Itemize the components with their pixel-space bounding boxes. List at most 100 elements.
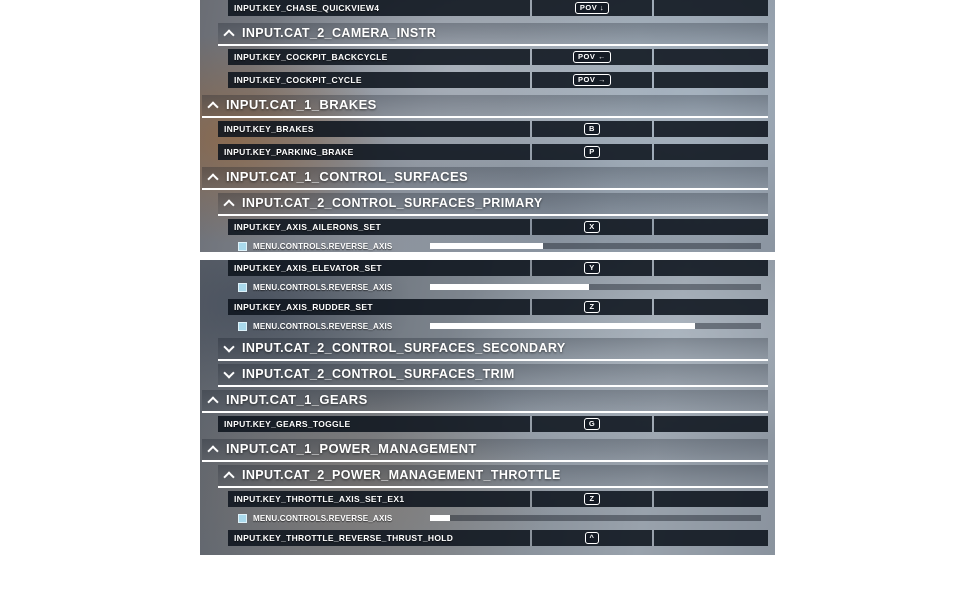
binding-slot-secondary[interactable]	[654, 144, 768, 160]
key-badge[interactable]: ^	[584, 532, 600, 544]
binding-slot-primary[interactable]: B	[532, 121, 652, 137]
binding-slot-secondary[interactable]	[654, 219, 768, 235]
slider-fill	[430, 515, 450, 521]
binding-label-cell: INPUT.KEY_COCKPIT_CYCLE	[228, 72, 530, 88]
binding-label-cell: INPUT.KEY_AXIS_ELEVATOR_SET	[228, 260, 530, 276]
chevron-up-icon	[207, 172, 219, 185]
key-badge[interactable]: G	[583, 418, 601, 430]
key-badge-pov[interactable]: POV ←	[573, 51, 611, 63]
chevron-up-icon	[223, 470, 235, 483]
binding-slot-primary[interactable]: POV →	[532, 72, 652, 88]
key-badge[interactable]: B	[584, 123, 600, 135]
category-header-control-surfaces-trim[interactable]: INPUT.CAT_2_CONTROL_SURFACES_TRIM	[218, 364, 768, 387]
binding-slot-primary[interactable]: ^	[532, 530, 652, 546]
reverse-axis-checkbox[interactable]	[238, 282, 247, 292]
category-header-control-surfaces[interactable]: INPUT.CAT_1_CONTROL_SURFACES	[202, 167, 768, 190]
binding-label-cell: INPUT.KEY_CHASE_QUICKVIEW4	[228, 0, 530, 16]
axis-sensitivity-slider[interactable]	[430, 323, 761, 329]
binding-label: INPUT.KEY_PARKING_BRAKE	[224, 147, 354, 157]
axis-badge[interactable]: Z	[584, 493, 600, 505]
binding-label-cell: INPUT.KEY_AXIS_AILERONS_SET	[228, 219, 530, 235]
chevron-up-icon	[207, 100, 219, 113]
key-badge-pov[interactable]: POV →	[573, 74, 611, 86]
binding-row-axis-elevator: INPUT.KEY_AXIS_ELEVATOR_SET Y	[228, 260, 768, 276]
reverse-axis-checkbox[interactable]	[238, 513, 247, 523]
category-header-control-surfaces-secondary[interactable]: INPUT.CAT_2_CONTROL_SURFACES_SECONDARY	[218, 338, 768, 361]
category-header-camera-instr[interactable]: INPUT.CAT_2_CAMERA_INSTR	[218, 23, 768, 46]
binding-slot-secondary[interactable]	[654, 121, 768, 137]
binding-label-cell: INPUT.KEY_GEARS_TOGGLE	[218, 416, 530, 432]
category-label: INPUT.CAT_2_CAMERA_INSTR	[242, 26, 437, 40]
chevron-up-icon	[223, 198, 235, 211]
binding-slot-secondary[interactable]	[654, 260, 768, 276]
binding-label-cell: INPUT.KEY_PARKING_BRAKE	[218, 144, 530, 160]
binding-label: INPUT.KEY_THROTTLE_REVERSE_THRUST_HOLD	[234, 533, 454, 543]
binding-slot-primary[interactable]: P	[532, 144, 652, 160]
chevron-up-icon	[207, 395, 219, 408]
binding-label-cell: INPUT.KEY_AXIS_RUDDER_SET	[228, 299, 530, 315]
binding-label-cell: INPUT.KEY_BRAKES	[218, 121, 530, 137]
controls-bindings-panel-bottom: INPUT.KEY_AXIS_ELEVATOR_SET Y MENU.CONTR…	[200, 260, 775, 555]
category-label: INPUT.CAT_2_CONTROL_SURFACES_TRIM	[242, 367, 515, 381]
binding-label-cell: INPUT.KEY_THROTTLE_AXIS_SET_EX1	[228, 491, 530, 507]
binding-row-axis-ailerons: INPUT.KEY_AXIS_AILERONS_SET X	[228, 219, 768, 235]
axis-sensitivity-slider[interactable]	[430, 284, 761, 290]
reverse-axis-checkbox[interactable]	[238, 241, 247, 251]
axis-badge[interactable]: Y	[584, 262, 600, 274]
binding-row-brakes: INPUT.KEY_BRAKES B	[218, 121, 768, 137]
binding-slot-primary[interactable]: POV ←	[532, 49, 652, 65]
binding-slot-primary[interactable]: Y	[532, 260, 652, 276]
axis-sensitivity-slider[interactable]	[430, 243, 761, 249]
binding-label: INPUT.KEY_CHASE_QUICKVIEW4	[234, 3, 380, 13]
axis-sensitivity-slider[interactable]	[430, 515, 761, 521]
binding-slot-secondary[interactable]	[654, 0, 768, 16]
binding-slot-primary[interactable]: Z	[532, 299, 652, 315]
axis-badge[interactable]: X	[584, 221, 600, 233]
axis-badge[interactable]: Z	[584, 301, 600, 313]
controls-bindings-panel-top: INPUT.KEY_CHASE_QUICKVIEW4 POV ↓ INPUT.C…	[200, 0, 775, 252]
category-label: INPUT.CAT_1_GEARS	[226, 392, 368, 407]
binding-slot-secondary[interactable]	[654, 530, 768, 546]
reverse-axis-label: MENU.CONTROLS.REVERSE_AXIS	[253, 513, 393, 523]
binding-slot-primary[interactable]: POV ↓	[532, 0, 652, 16]
binding-label: INPUT.KEY_COCKPIT_CYCLE	[234, 75, 362, 85]
binding-label-cell: INPUT.KEY_COCKPIT_BACKCYCLE	[228, 49, 530, 65]
binding-row-parking-brake: INPUT.KEY_PARKING_BRAKE P	[218, 144, 768, 160]
category-header-gears[interactable]: INPUT.CAT_1_GEARS	[202, 390, 768, 413]
category-label: INPUT.CAT_1_POWER_MANAGEMENT	[226, 441, 477, 456]
category-header-control-surfaces-primary[interactable]: INPUT.CAT_2_CONTROL_SURFACES_PRIMARY	[218, 193, 768, 216]
binding-slot-primary[interactable]: X	[532, 219, 652, 235]
binding-slot-secondary[interactable]	[654, 416, 768, 432]
reverse-axis-row: MENU.CONTROLS.REVERSE_AXIS	[200, 320, 768, 332]
chevron-up-icon	[207, 444, 219, 457]
category-header-power-management[interactable]: INPUT.CAT_1_POWER_MANAGEMENT	[202, 439, 768, 462]
binding-label: INPUT.KEY_AXIS_RUDDER_SET	[234, 302, 373, 312]
chevron-up-icon	[223, 28, 235, 41]
category-header-power-management-throttle[interactable]: INPUT.CAT_2_POWER_MANAGEMENT_THROTTLE	[218, 465, 768, 488]
reverse-axis-checkbox[interactable]	[238, 321, 247, 331]
binding-row-cockpit-backcycle: INPUT.KEY_COCKPIT_BACKCYCLE POV ←	[228, 49, 768, 65]
binding-label-cell: INPUT.KEY_THROTTLE_REVERSE_THRUST_HOLD	[228, 530, 530, 546]
binding-slot-primary[interactable]: G	[532, 416, 652, 432]
binding-label: INPUT.KEY_GEARS_TOGGLE	[224, 419, 351, 429]
binding-slot-secondary[interactable]	[654, 299, 768, 315]
binding-row-axis-rudder: INPUT.KEY_AXIS_RUDDER_SET Z	[228, 299, 768, 315]
binding-row-gears-toggle: INPUT.KEY_GEARS_TOGGLE G	[218, 416, 768, 432]
binding-slot-secondary[interactable]	[654, 72, 768, 88]
category-header-brakes[interactable]: INPUT.CAT_1_BRAKES	[202, 95, 768, 118]
binding-slot-secondary[interactable]	[654, 49, 768, 65]
category-label: INPUT.CAT_2_POWER_MANAGEMENT_THROTTLE	[242, 468, 561, 482]
key-badge[interactable]: P	[584, 146, 600, 158]
binding-row-chase-quickview4: INPUT.KEY_CHASE_QUICKVIEW4 POV ↓	[228, 0, 768, 16]
slider-fill	[430, 323, 695, 329]
binding-slot-primary[interactable]: Z	[532, 491, 652, 507]
binding-row-cockpit-cycle: INPUT.KEY_COCKPIT_CYCLE POV →	[228, 72, 768, 88]
key-badge-pov[interactable]: POV ↓	[574, 2, 610, 14]
category-label: INPUT.CAT_1_CONTROL_SURFACES	[226, 169, 469, 184]
reverse-axis-row: MENU.CONTROLS.REVERSE_AXIS	[200, 281, 768, 293]
chevron-down-icon	[223, 340, 235, 353]
category-label: INPUT.CAT_1_BRAKES	[226, 97, 377, 112]
slider-fill	[430, 243, 543, 249]
binding-slot-secondary[interactable]	[654, 491, 768, 507]
binding-row-throttle-axis: INPUT.KEY_THROTTLE_AXIS_SET_EX1 Z	[228, 491, 768, 507]
